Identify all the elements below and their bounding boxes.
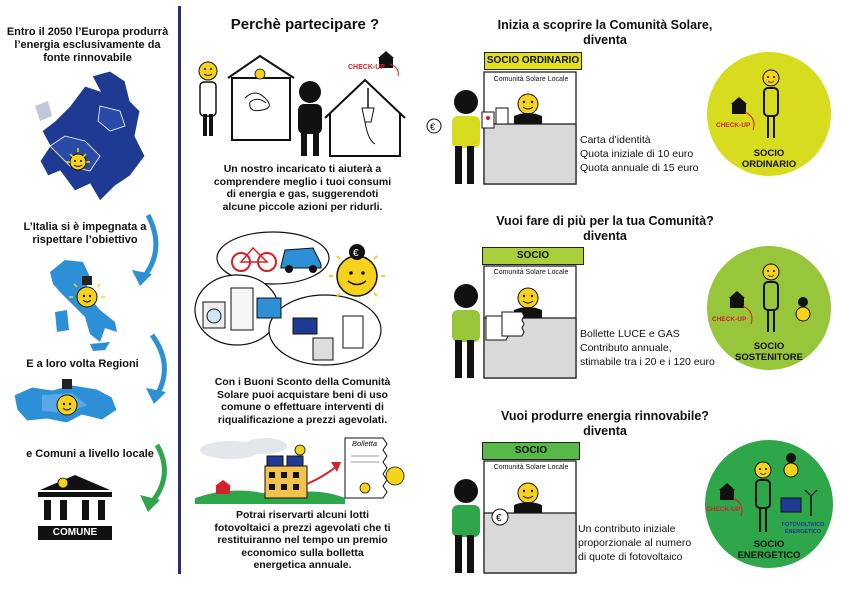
arrow-down-icon [146, 333, 167, 404]
desk-scene-ordinario-icon: € [426, 71, 577, 185]
desk-scene-energetico-icon: € [452, 460, 577, 574]
socio-sostenitore-figure-icon [729, 263, 811, 332]
checkup-label: CHECK-UP [348, 64, 385, 71]
desk-scene-sostenitore-icon [452, 265, 577, 379]
column-divider [178, 6, 181, 574]
socio-energetico-figure-icon [719, 453, 818, 532]
desk-label: Comunità Solare Locale [493, 269, 569, 276]
svg-text:€: € [353, 248, 359, 259]
page-title: Perchè partecipare ? [230, 16, 380, 33]
svg-text:€: € [430, 122, 435, 132]
socio-ordinario-figure-icon [731, 69, 780, 138]
svg-text:€: € [496, 513, 502, 524]
municipalities-text: e Comuni a livello locale [26, 448, 154, 460]
section-ordinario-heading: Inizia a scoprire la Comunità Solare, di… [497, 18, 713, 47]
section-sostenitore-heading: Vuoi fare di più per la tua Comunità? di… [496, 214, 714, 243]
solar-lots-scene-icon [195, 437, 405, 504]
europe-map-icon [35, 70, 146, 202]
section-energetico-heading: Vuoi produrre energia rinnovabile? diven… [501, 409, 709, 438]
desk-label: Comunità Solare Locale [493, 76, 569, 83]
comune-label: COMUNE [38, 526, 112, 540]
region-map-icon [13, 379, 118, 424]
bolletta-label: Bolletta [352, 439, 378, 448]
desk-label: Comunità Solare Locale [493, 464, 569, 471]
arrow-down-icon [140, 443, 167, 512]
socio-ordinario-tag: SOCIO ORDINARIO [484, 52, 582, 70]
check-up-scene-icon [198, 51, 406, 157]
checkup-label: CHECK-UP [712, 316, 747, 323]
checkup-label: CHECK-UP [706, 506, 741, 513]
arrow-down-icon [132, 213, 159, 286]
regions-text: E a loro volta Regioni [26, 358, 139, 370]
italy-map-icon [50, 260, 117, 351]
town-hall-icon [38, 475, 112, 520]
checkup-label: CHECK-UP [716, 122, 751, 129]
discount-vouchers-scene-icon: € [194, 231, 385, 366]
